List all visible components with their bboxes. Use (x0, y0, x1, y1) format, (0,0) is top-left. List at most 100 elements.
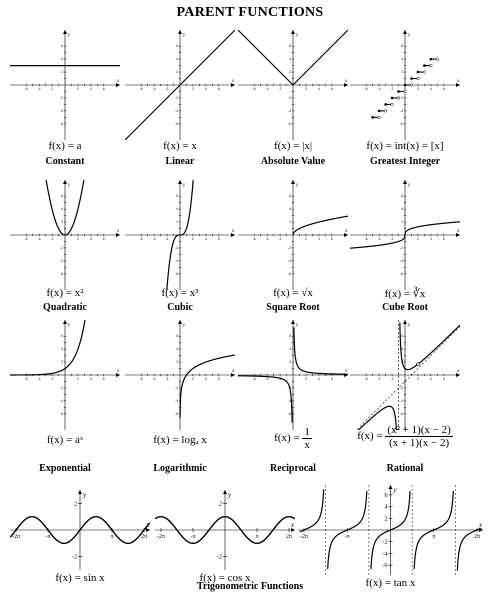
step-open-dot (403, 89, 407, 94)
step-closed-dot (397, 90, 400, 93)
x-arrow (116, 83, 120, 87)
x-axis-label: x (344, 369, 348, 374)
name-sqrt: Square Root (266, 302, 320, 313)
formula-constant: f(x) = a (48, 140, 82, 152)
y-arrow (63, 320, 67, 324)
x-tick-label: 2 (192, 377, 194, 381)
x-axis-label: x (231, 369, 235, 374)
y-tick-label: 2 (385, 516, 388, 522)
formula-tan: f(x) = tan x (365, 577, 416, 589)
x-tick-label: 4 (90, 237, 92, 241)
log-curve (179, 354, 235, 419)
page-title: PARENT FUNCTIONS (176, 5, 324, 20)
x-arrow (456, 373, 460, 377)
x-axis-label: x (116, 369, 120, 374)
y-arrow (291, 320, 295, 324)
x-axis-label: x (344, 79, 348, 84)
x-tick-label: π (110, 534, 113, 540)
y-tick-label: 6 (401, 44, 403, 48)
x-tick-label: 6 (443, 377, 445, 381)
y-tick-label: -6 (60, 272, 63, 276)
formula-log: f(x) = logₐ x (153, 434, 207, 446)
y-axis-label: y (407, 323, 411, 328)
cubic-curve (166, 180, 194, 290)
y-tick-label: 2 (219, 501, 222, 507)
step-closed-dot (410, 77, 413, 80)
y-tick-label: 6 (289, 194, 291, 198)
y-tick-label: 6 (61, 44, 63, 48)
y-arrow (178, 320, 182, 324)
step-closed-dot (384, 103, 387, 106)
x-tick-label: 6 (103, 87, 105, 91)
x-tick-label: -2 (391, 377, 394, 381)
denominator: x (304, 439, 310, 451)
x-arrow (291, 528, 295, 532)
x-axis-label: x (116, 79, 120, 84)
step-open-dot (416, 76, 420, 81)
y-tick-label: 4 (61, 347, 63, 351)
exp-curve (10, 320, 86, 376)
fraction: (x² + 1)(x − 2)(x + 1)(x − 2) (385, 424, 453, 449)
x-tick-label: -6 (25, 87, 28, 91)
denominator: (x + 1)(x − 2) (389, 437, 450, 449)
x-tick-label: -4 (153, 87, 156, 91)
step-closed-dot (423, 64, 426, 67)
formula-sqrt: f(x) = √x (273, 287, 313, 299)
y-tick-label: 6 (401, 194, 403, 198)
y-tick-label: -4 (60, 109, 63, 113)
y-tick-label: -2 (60, 96, 63, 100)
x-arrow (456, 83, 460, 87)
y-axis-label: y (67, 183, 71, 188)
y-tick-label: -4 (60, 259, 63, 263)
y-tick-label: -4 (288, 109, 291, 113)
formula-exp: f(x) = aˣ (46, 434, 84, 446)
y-axis-label: y (182, 33, 186, 38)
x-tick-label: π (255, 534, 258, 540)
step-open-dot (377, 115, 381, 119)
y-arrow (403, 180, 407, 184)
x-arrow (344, 233, 348, 237)
x-tick-label: -6 (25, 377, 28, 381)
y-axis-label: y (82, 491, 87, 499)
x-tick-label: -6 (25, 237, 28, 241)
x-tick-label: 4 (318, 87, 320, 91)
y-axis-label: y (227, 491, 232, 499)
x-tick-label: -6 (253, 87, 256, 91)
y-tick-label: -4 (400, 109, 403, 113)
y-tick-label: 2 (61, 70, 63, 74)
y-tick-label: -4 (288, 399, 291, 403)
name-linear: Linear (165, 156, 195, 167)
y-tick-label: -6 (175, 122, 178, 126)
x-tick-label: 4 (90, 377, 92, 381)
x-tick-label: π (432, 534, 435, 540)
y-arrow (63, 180, 67, 184)
y-tick-label: -4 (400, 399, 403, 403)
y-tick-label: -6 (60, 122, 63, 126)
y-tick-label: -6 (60, 412, 63, 416)
x-tick-label: 4 (430, 237, 432, 241)
x-tick-label: -6 (140, 237, 143, 241)
name-constant: Constant (45, 156, 85, 167)
y-tick-label: -6 (383, 563, 388, 569)
y-tick-label: -4 (400, 259, 403, 263)
y-tick-label: 4 (401, 207, 403, 211)
x-arrow (231, 233, 235, 237)
formula-cbrt: f(x) = ∛x (384, 288, 426, 300)
y-arrow (403, 320, 407, 324)
y-tick-label: -4 (60, 399, 63, 403)
name-cubic: Cubic (167, 302, 193, 313)
tan-branch (299, 489, 325, 533)
x-tick-label: 6 (218, 237, 220, 241)
formula-sin: f(x) = sin x (55, 572, 105, 584)
x-axis-label: x (344, 229, 348, 234)
rational-curve-right (399, 322, 460, 371)
x-tick-label: 6 (331, 237, 333, 241)
x-tick-label: -2 (279, 87, 282, 91)
